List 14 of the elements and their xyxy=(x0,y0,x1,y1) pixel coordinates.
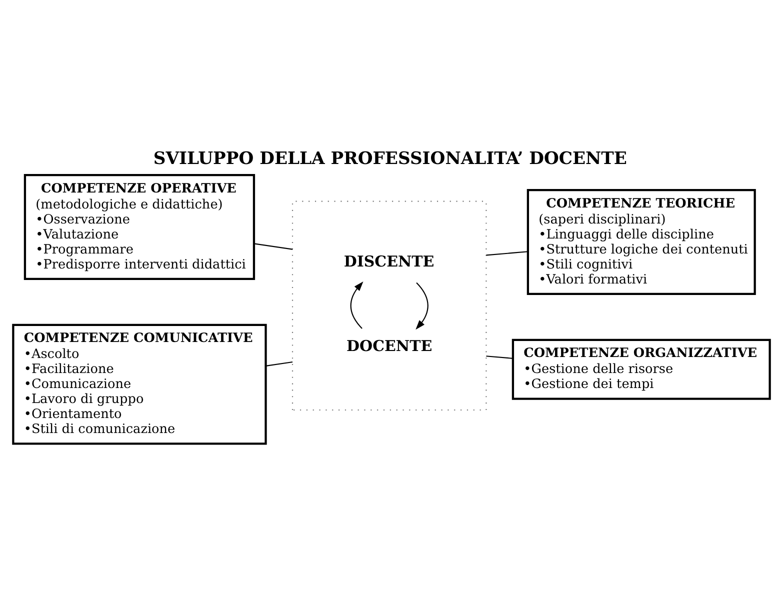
connector xyxy=(486,355,513,358)
arrow xyxy=(416,282,428,330)
node-box: COMPETENZE OPERATIVE (metodologiche e didattiche) •Osservazione •Valutazione •Programmare •Predisporre interventi didattici xyxy=(24,174,256,280)
node-box: COMPETENZE ORGANIZZATIVE •Gestione delle risorse •Gestione dei tempi xyxy=(512,338,771,400)
connector xyxy=(266,360,293,366)
node-text: DOCENTE xyxy=(346,336,432,354)
arrow xyxy=(350,280,364,328)
node-box: COMPETENZE TEORICHE (saperi disciplinari) •Linguaggi delle discipline •Strutture logiche dei contenuti •Stili cognitivi •Valori formativi xyxy=(526,188,756,294)
node-text: DISCENTE xyxy=(344,252,434,270)
connector xyxy=(486,250,528,256)
connector xyxy=(254,242,293,250)
diagram-title: SVILUPPO DELLA PROFESSIONALITA’ DOCENTE xyxy=(153,148,627,169)
cluster xyxy=(292,200,487,410)
node-box: COMPETENZE COMUNICATIVE •Ascolto •Facilitazione •Comunicazione •Lavoro di gruppo •Orientamento •Stili di comunicazione xyxy=(12,323,267,444)
